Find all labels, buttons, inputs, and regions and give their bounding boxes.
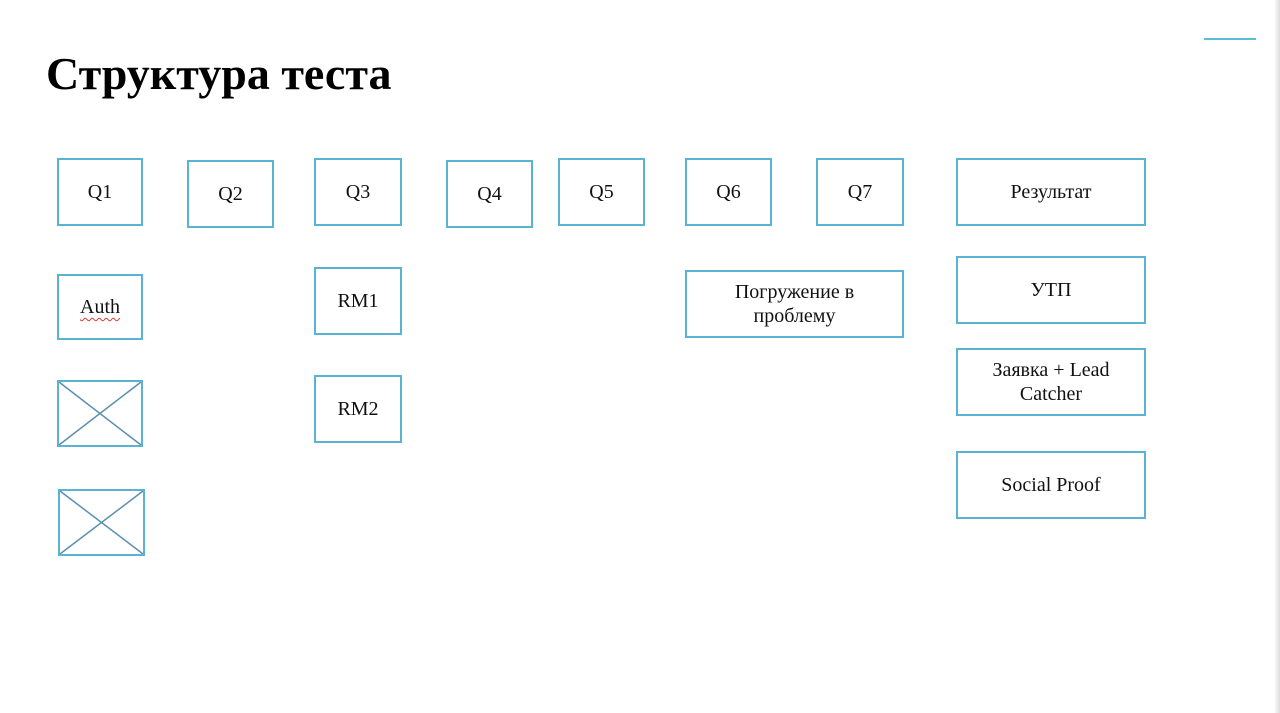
image-placeholder-icon [59, 382, 141, 445]
question-box-q3: Q3 [314, 158, 402, 226]
question-label: Q5 [589, 181, 614, 203]
immersion-label: Погружение в проблему [734, 281, 855, 327]
rm2-label: RM2 [337, 398, 379, 420]
question-box-q2: Q2 [187, 160, 274, 228]
lead-catcher-box: Заявка + Lead Catcher [956, 348, 1146, 416]
image-placeholder-1 [57, 380, 143, 447]
usp-label: УТП [1030, 279, 1072, 301]
question-box-q1: Q1 [57, 158, 143, 226]
result-label: Результат [1010, 181, 1092, 203]
lead-catcher-label: Заявка + Lead Catcher [992, 359, 1110, 405]
question-box-q6: Q6 [685, 158, 772, 226]
rm1-label: RM1 [337, 290, 379, 312]
image-placeholder-2 [58, 489, 145, 556]
rm2-box: RM2 [314, 375, 402, 443]
page-edge-shadow [1274, 0, 1280, 713]
auth-box: Auth [57, 274, 143, 340]
question-box-q7: Q7 [816, 158, 904, 226]
question-label: Q6 [716, 181, 741, 203]
usp-box: УТП [956, 256, 1146, 324]
auth-label: Auth [80, 296, 120, 318]
rm1-box: RM1 [314, 267, 402, 335]
result-box: Результат [956, 158, 1146, 226]
slide-title: Структура теста [46, 48, 392, 99]
social-proof-box: Social Proof [956, 451, 1146, 519]
question-label: Q2 [218, 183, 243, 205]
question-label: Q7 [847, 181, 873, 203]
social-proof-label: Social Proof [1001, 474, 1101, 496]
question-label: Q4 [477, 183, 502, 205]
immersion-box: Погружение в проблему [685, 270, 904, 338]
question-box-q4: Q4 [446, 160, 533, 228]
question-label: Q3 [345, 181, 371, 203]
question-label: Q1 [87, 181, 113, 203]
image-placeholder-icon [60, 491, 143, 554]
accent-line [1204, 38, 1256, 40]
question-box-q5: Q5 [558, 158, 645, 226]
